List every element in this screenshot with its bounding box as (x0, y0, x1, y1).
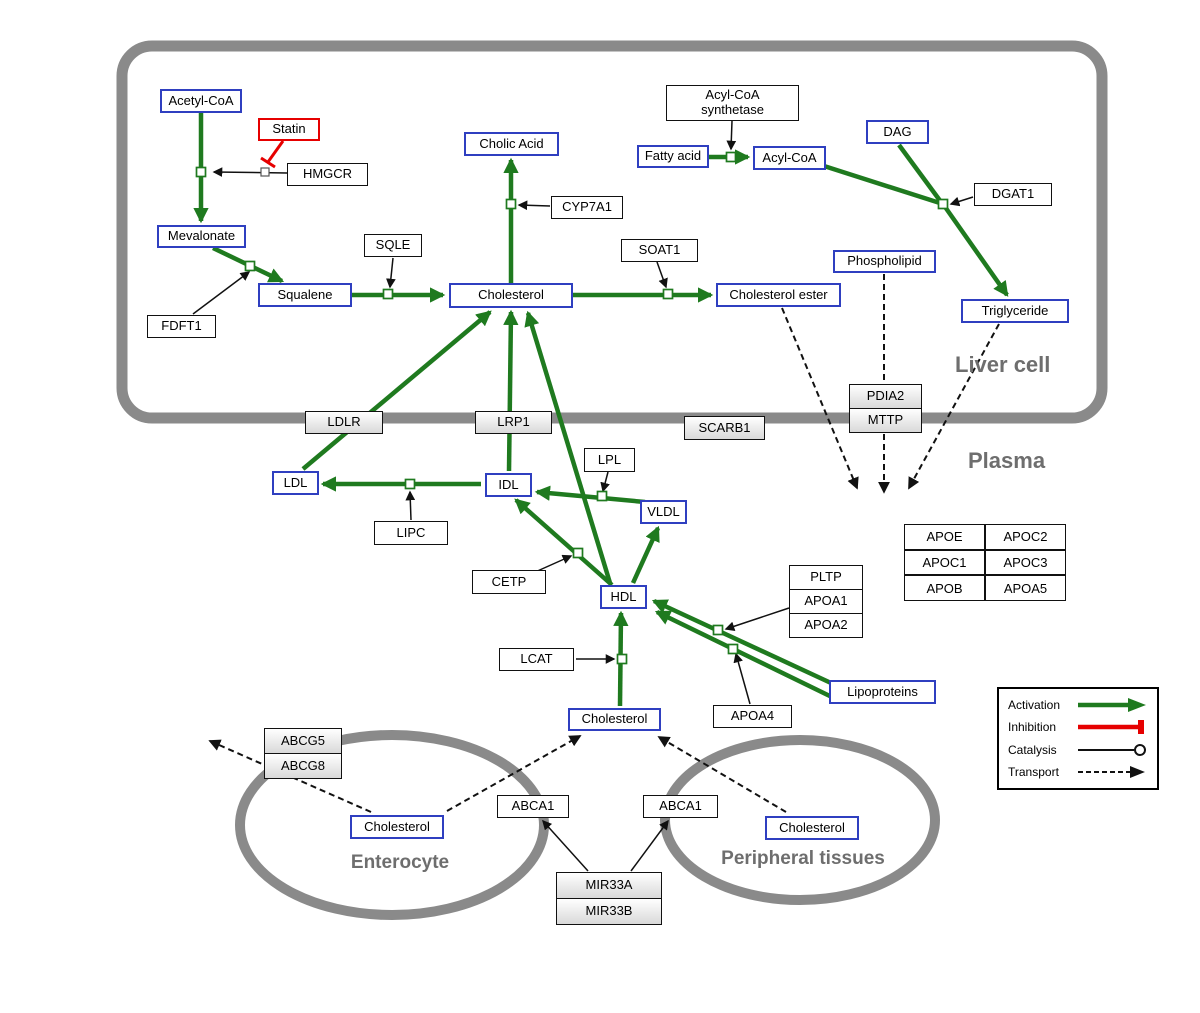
region-label-plasma: Plasma (968, 448, 1046, 473)
legend-transport-label: Transport (1008, 764, 1059, 779)
legend-inhibition-label: Inhibition (1008, 720, 1057, 735)
transport-dashed-arrow-icon (1078, 765, 1145, 778)
node-hdl[interactable]: HDL (600, 585, 647, 609)
node-pltp[interactable]: PLTP (789, 565, 863, 590)
legend-activation-label: Activation (1008, 698, 1061, 713)
node-apoa5[interactable]: APOA5 (985, 575, 1066, 601)
inhibition-edge (260, 140, 285, 169)
liver-cell-membrane (116, 40, 1108, 424)
node-lrp1[interactable]: LRP1 (475, 411, 552, 434)
node-abcg5[interactable]: ABCG5 (264, 728, 342, 754)
node-mevalonate[interactable]: Mevalonate (157, 225, 246, 248)
node-apoc3[interactable]: APOC3 (985, 549, 1066, 576)
node-mttp[interactable]: MTTP (849, 408, 922, 433)
node-triglyceride[interactable]: Triglyceride (961, 299, 1069, 323)
node-lipoproteins[interactable]: Lipoproteins (829, 680, 936, 704)
catalysis-circle-icon (1078, 743, 1146, 756)
node-vldl[interactable]: VLDL (640, 500, 687, 524)
inhibition-tbar-icon (1078, 720, 1144, 735)
node-statin[interactable]: Statin (258, 118, 320, 141)
node-cholesterol-liver[interactable]: Cholesterol (449, 283, 573, 308)
node-acetyl-coa[interactable]: Acetyl-CoA (160, 89, 242, 113)
node-hmgcr[interactable]: HMGCR (287, 163, 368, 186)
node-mir33a[interactable]: MIR33A (556, 872, 662, 899)
node-ldl[interactable]: LDL (272, 471, 319, 495)
node-idl[interactable]: IDL (485, 473, 532, 497)
node-soat1[interactable]: SOAT1 (621, 239, 698, 262)
region-label-peripheral-tissues: Peripheral tissues (721, 848, 885, 869)
node-cholesterol-peripheral[interactable]: Cholesterol (765, 816, 859, 840)
region-label-enterocyte: Enterocyte (350, 852, 450, 873)
node-lcat[interactable]: LCAT (499, 648, 574, 671)
node-ldlr[interactable]: LDLR (305, 411, 383, 434)
catalysis-edges (192, 120, 974, 872)
node-cholesterol-plasma[interactable]: Cholesterol (568, 708, 661, 731)
node-apoc2[interactable]: APOC2 (985, 524, 1066, 550)
node-cholesterol-enterocyte[interactable]: Cholesterol (350, 815, 444, 839)
node-cholesterol-ester[interactable]: Cholesterol ester (716, 283, 841, 307)
node-apoa2[interactable]: APOA2 (789, 613, 863, 638)
node-phospholipid[interactable]: Phospholipid (833, 250, 936, 273)
node-pdia2[interactable]: PDIA2 (849, 384, 922, 409)
node-scarb1[interactable]: SCARB1 (684, 416, 765, 440)
transport-edges (208, 274, 1000, 813)
node-abca1-peripheral[interactable]: ABCA1 (643, 795, 718, 818)
membranes (116, 40, 1108, 920)
node-squalene[interactable]: Squalene (258, 283, 352, 307)
node-abcg8[interactable]: ABCG8 (264, 753, 342, 779)
legend-item-transport: Transport (1008, 764, 1148, 780)
node-dag[interactable]: DAG (866, 120, 929, 144)
legend-item-catalysis: Catalysis (1008, 742, 1148, 758)
region-label-liver-cell: Liver cell (955, 352, 1051, 377)
node-lipc[interactable]: LIPC (374, 521, 448, 545)
node-cholic-acid[interactable]: Cholic Acid (464, 132, 559, 156)
legend-item-inhibition: Inhibition (1008, 719, 1148, 735)
node-apoa1[interactable]: APOA1 (789, 589, 863, 614)
node-cyp7a1[interactable]: CYP7A1 (551, 196, 623, 219)
node-acyl-coa-synthetase[interactable]: Acyl-CoA synthetase (666, 85, 799, 121)
node-apoa4[interactable]: APOA4 (713, 705, 792, 728)
node-dgat1[interactable]: DGAT1 (974, 183, 1052, 206)
legend: Activation Inhibition Catalysis Transpor… (997, 687, 1159, 790)
node-sqle[interactable]: SQLE (364, 234, 422, 257)
activation-arrow-icon (1078, 698, 1146, 713)
node-apob[interactable]: APOB (904, 575, 985, 601)
node-apoc1[interactable]: APOC1 (904, 549, 985, 576)
node-fatty-acid[interactable]: Fatty acid (637, 145, 709, 168)
apolipoprotein-table: APOE APOC2 APOC1 APOC3 APOB APOA5 (904, 524, 1066, 601)
node-acyl-coa[interactable]: Acyl-CoA (753, 146, 826, 170)
node-fdft1[interactable]: FDFT1 (147, 315, 216, 338)
legend-item-activation: Activation (1008, 697, 1148, 713)
node-cetp[interactable]: CETP (472, 570, 546, 594)
legend-catalysis-label: Catalysis (1008, 742, 1057, 757)
node-apoe[interactable]: APOE (904, 524, 985, 550)
node-mir33b[interactable]: MIR33B (556, 898, 662, 925)
node-abca1-enterocyte[interactable]: ABCA1 (497, 795, 569, 818)
node-lpl[interactable]: LPL (584, 448, 635, 472)
reaction-nodes (195, 151, 949, 665)
